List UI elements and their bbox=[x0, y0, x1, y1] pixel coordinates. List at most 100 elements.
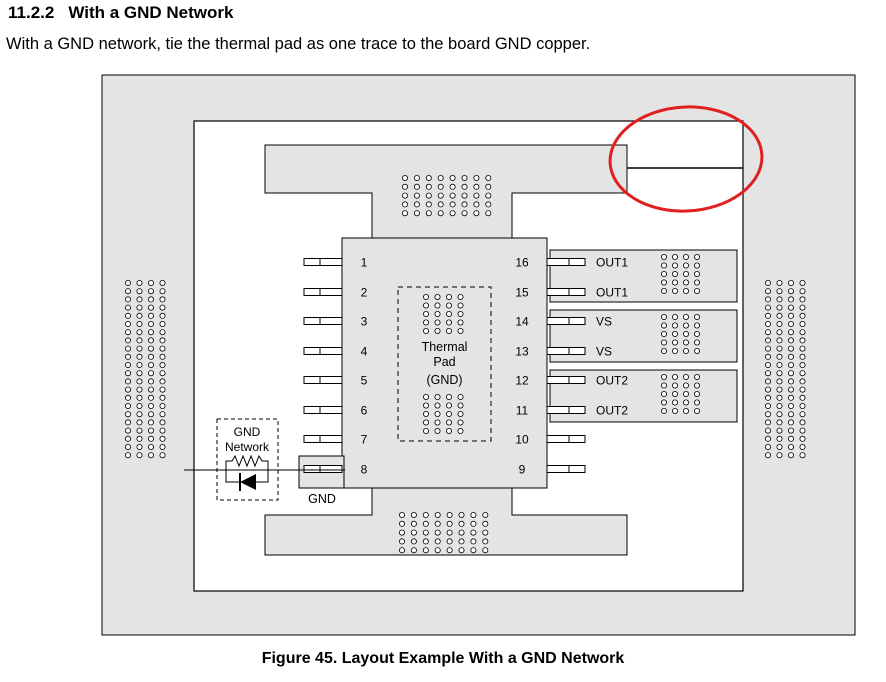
via bbox=[485, 192, 492, 199]
via bbox=[410, 512, 417, 519]
via bbox=[765, 370, 772, 377]
via bbox=[799, 329, 806, 336]
via bbox=[449, 174, 456, 181]
via bbox=[788, 337, 795, 344]
via bbox=[788, 304, 795, 311]
via bbox=[799, 361, 806, 368]
via bbox=[422, 310, 429, 317]
via bbox=[125, 394, 132, 401]
via bbox=[434, 538, 441, 545]
via bbox=[125, 427, 132, 434]
via bbox=[765, 296, 772, 303]
ic-pins bbox=[303, 258, 586, 473]
via bbox=[457, 427, 464, 434]
via bbox=[159, 296, 166, 303]
via bbox=[470, 529, 477, 536]
output-pin-label: OUT1 bbox=[596, 286, 628, 300]
via bbox=[694, 287, 701, 294]
via bbox=[799, 378, 806, 385]
via bbox=[401, 183, 408, 190]
via bbox=[788, 288, 795, 295]
via bbox=[147, 435, 154, 442]
via bbox=[434, 327, 441, 334]
via bbox=[788, 452, 795, 459]
via bbox=[147, 443, 154, 450]
via bbox=[422, 293, 429, 300]
pin-number-left: 3 bbox=[361, 315, 368, 329]
via bbox=[765, 443, 772, 450]
ic-body bbox=[341, 237, 548, 489]
via bbox=[661, 330, 668, 337]
via bbox=[694, 262, 701, 269]
via bbox=[425, 192, 432, 199]
pin-number-right: 16 bbox=[515, 256, 529, 270]
via bbox=[458, 538, 465, 545]
via bbox=[470, 512, 477, 519]
via bbox=[473, 201, 480, 208]
via bbox=[672, 373, 679, 380]
via bbox=[683, 270, 690, 277]
via bbox=[788, 312, 795, 319]
pin-number-right: 10 bbox=[515, 433, 529, 447]
via bbox=[147, 296, 154, 303]
via bbox=[457, 410, 464, 417]
via bbox=[776, 361, 783, 368]
via bbox=[434, 393, 441, 400]
via bbox=[485, 210, 492, 217]
via bbox=[445, 402, 452, 409]
via bbox=[125, 411, 132, 418]
via bbox=[437, 201, 444, 208]
left-pin bbox=[303, 376, 343, 384]
thermal-pad-label-line2: Pad bbox=[433, 355, 455, 369]
via bbox=[776, 312, 783, 319]
via bbox=[422, 512, 429, 519]
via bbox=[683, 339, 690, 346]
via bbox=[799, 370, 806, 377]
via bbox=[776, 353, 783, 360]
via bbox=[765, 394, 772, 401]
via bbox=[461, 201, 468, 208]
pin-number-left: 7 bbox=[361, 433, 368, 447]
via bbox=[765, 329, 772, 336]
pin-number-left: 2 bbox=[361, 286, 368, 300]
via bbox=[434, 410, 441, 417]
via bbox=[136, 411, 143, 418]
via bbox=[799, 411, 806, 418]
via bbox=[159, 419, 166, 426]
via bbox=[434, 293, 441, 300]
via bbox=[672, 287, 679, 294]
via bbox=[485, 201, 492, 208]
via bbox=[457, 319, 464, 326]
via bbox=[765, 402, 772, 409]
gnd-network-box bbox=[216, 418, 279, 501]
via bbox=[661, 253, 668, 260]
via bbox=[147, 452, 154, 459]
via bbox=[788, 435, 795, 442]
via bbox=[125, 288, 132, 295]
via bbox=[765, 378, 772, 385]
pin-number-right: 13 bbox=[515, 345, 529, 359]
via bbox=[445, 310, 452, 317]
section-title: With a GND Network bbox=[68, 3, 234, 22]
thermal-pad-label-line3: (GND) bbox=[426, 373, 462, 387]
via bbox=[672, 270, 679, 277]
bottom-gnd-copper bbox=[264, 487, 628, 556]
via bbox=[434, 302, 441, 309]
pin-number-left: 5 bbox=[361, 374, 368, 388]
pin-number-left: 6 bbox=[361, 404, 368, 418]
via bbox=[672, 330, 679, 337]
via bbox=[765, 361, 772, 368]
via bbox=[694, 253, 701, 260]
left-pin bbox=[303, 258, 343, 266]
via bbox=[799, 353, 806, 360]
pin-number-right: 11 bbox=[516, 404, 529, 418]
via bbox=[776, 435, 783, 442]
via bbox=[159, 402, 166, 409]
via bbox=[672, 262, 679, 269]
via bbox=[799, 304, 806, 311]
via bbox=[147, 370, 154, 377]
output-pin-label: VS bbox=[596, 315, 612, 329]
via bbox=[434, 529, 441, 536]
